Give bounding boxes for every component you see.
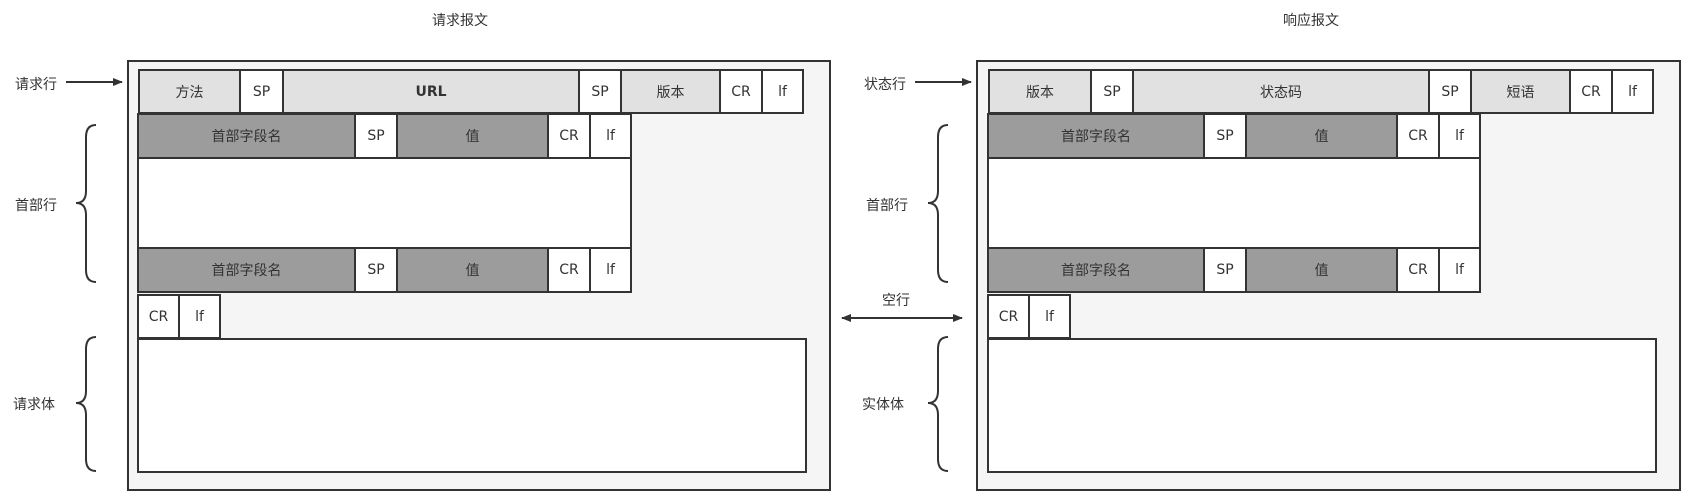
status-code-cell: 状态码 [1132, 69, 1430, 114]
response-headers-label: 首部行 [866, 198, 908, 214]
url-cell: URL [282, 69, 580, 114]
request-line-label: 请求行 [15, 77, 57, 93]
response-title: 响应报文 [1283, 13, 1339, 29]
cr-cell: CR [1396, 247, 1440, 293]
request-body-box [137, 338, 807, 473]
lf-cell: lf [761, 69, 804, 114]
request-title: 请求报文 [432, 13, 488, 29]
sp-cell: SP [354, 247, 398, 293]
brace-icon [927, 124, 949, 283]
lf-cell: lf [1611, 69, 1654, 114]
headers-placeholder-box [137, 157, 632, 249]
reason-phrase-cell: 短语 [1470, 69, 1571, 114]
brace-icon [75, 336, 97, 472]
sp-cell: SP [354, 113, 398, 159]
status-line-label: 状态行 [864, 77, 906, 93]
cr-cell: CR [719, 69, 763, 114]
header-value-cell: 值 [396, 113, 549, 159]
cr-cell: CR [547, 247, 591, 293]
header-value-cell: 值 [1245, 247, 1398, 293]
lf-cell: lf [589, 247, 632, 293]
header-field-name-cell: 首部字段名 [987, 247, 1205, 293]
header-field-name-cell: 首部字段名 [137, 247, 356, 293]
lf-cell: lf [1438, 113, 1481, 159]
version-cell: 版本 [988, 69, 1092, 114]
entity-body-box [987, 338, 1657, 473]
lf-cell: lf [589, 113, 632, 159]
sp-cell: SP [1203, 247, 1247, 293]
entity-body-label: 实体体 [862, 397, 904, 413]
blank-line-label: 空行 [882, 293, 910, 309]
brace-icon [927, 336, 949, 472]
cr-cell: CR [137, 294, 180, 339]
request-body-label: 请求体 [13, 397, 55, 413]
lf-cell: lf [1438, 247, 1481, 293]
sp-cell: SP [1428, 69, 1472, 114]
request-headers-label: 首部行 [15, 198, 57, 214]
cr-cell: CR [1569, 69, 1613, 114]
brace-icon [75, 124, 97, 283]
